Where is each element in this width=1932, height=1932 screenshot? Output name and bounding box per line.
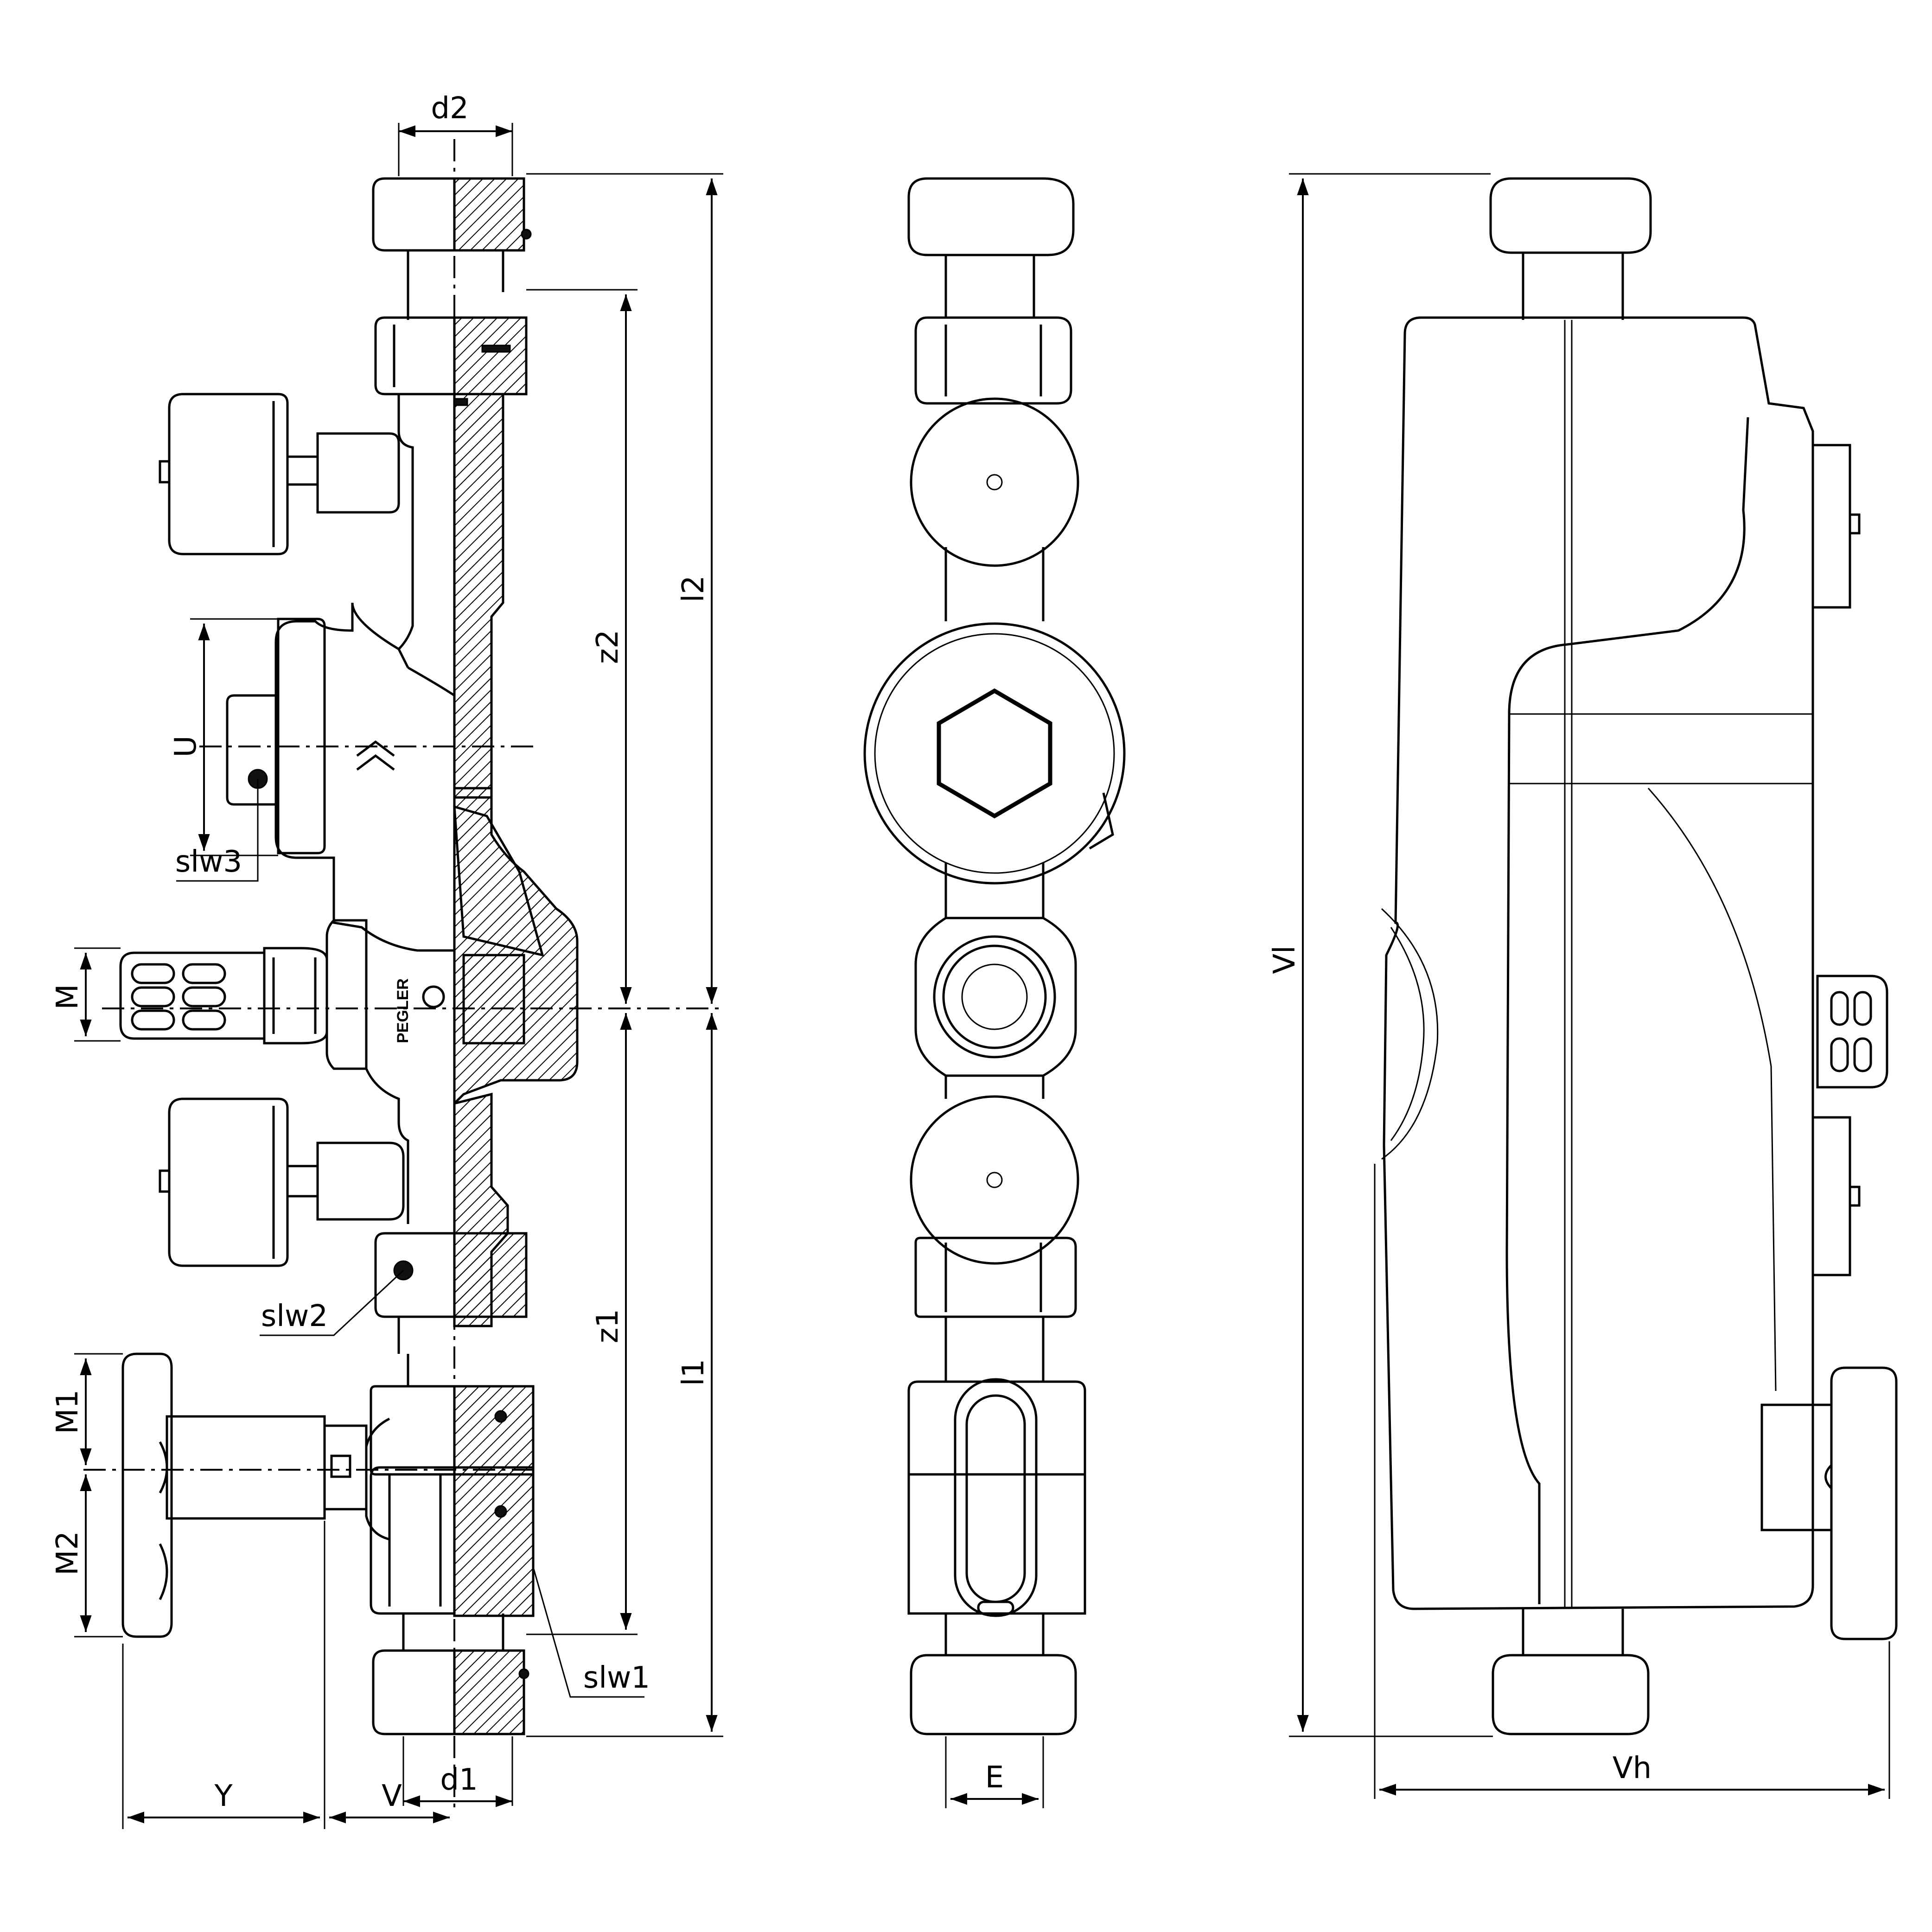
label-m1: M1	[51, 1390, 85, 1434]
bottom-nut	[372, 1649, 456, 1735]
side-valve-knob	[933, 935, 1056, 1058]
label-l1: l1	[676, 1359, 711, 1386]
bottom-nut-section	[453, 1649, 525, 1735]
flow-arrows	[356, 740, 395, 771]
jacket-upper-boss	[1811, 444, 1851, 609]
side-lower-port	[910, 1095, 1079, 1265]
valve-body-left	[325, 919, 368, 1070]
side-ball-valve	[907, 1380, 1086, 1615]
side-lower-union	[914, 1237, 1077, 1318]
label-vl: Vl	[1268, 945, 1302, 974]
knob-grips	[131, 963, 226, 1031]
label-y: Y	[214, 1779, 233, 1813]
lower-union-section	[453, 1232, 528, 1318]
side-top-nut	[907, 177, 1075, 256]
section-view: PEGLER	[51, 91, 723, 1829]
lower-union-nut	[374, 1232, 456, 1318]
logo-mark	[422, 985, 445, 1008]
upper-gauge-stem	[286, 455, 319, 486]
top-nut-section	[453, 177, 525, 252]
label-e: E	[985, 1760, 1004, 1795]
valve-spindle-section	[462, 954, 525, 1045]
olive-dot-top	[521, 229, 532, 240]
side-filter-cap	[863, 622, 1126, 885]
body-upper-left	[397, 394, 414, 650]
label-vh: Vh	[1613, 1751, 1651, 1785]
side-valve-body	[914, 917, 1077, 1077]
jacket-handwheel	[1830, 1366, 1898, 1640]
callout-slw3: slw3	[175, 845, 242, 879]
body-upper-section	[453, 393, 504, 799]
lower-valve-body	[370, 1385, 456, 1476]
upper-port	[316, 432, 400, 514]
label-u: U	[169, 736, 203, 758]
label-v: V	[382, 1779, 402, 1813]
top-nut	[372, 177, 456, 252]
jacket-lower-boss	[1811, 1116, 1851, 1276]
jacket-bottom-nut	[1492, 1654, 1650, 1735]
callout-slw2: slw2	[261, 1299, 328, 1333]
jacket-view: Vl Vh	[1268, 173, 1898, 1799]
side-view: E	[863, 177, 1126, 1808]
bottom-union-section	[453, 1466, 535, 1617]
label-z2: z2	[591, 630, 625, 664]
bottom-union-nut	[370, 1466, 456, 1615]
body-mid-section	[453, 787, 579, 1107]
label-d1: d1	[440, 1763, 478, 1797]
body-filter-chamber	[274, 602, 454, 952]
lower-port	[316, 1141, 405, 1221]
side-top-union	[914, 316, 1072, 405]
label-d2: d2	[431, 91, 468, 126]
label-l2: l2	[676, 575, 711, 603]
seal-1	[453, 398, 468, 406]
hex-socket	[937, 688, 1052, 819]
label-z1: z1	[591, 1309, 625, 1343]
leader-slw2	[260, 1269, 404, 1336]
body-lower-left	[365, 1068, 409, 1224]
handwheel-stem	[166, 1415, 326, 1520]
jacket-top-nut	[1489, 177, 1652, 254]
jacket-handwheel-stem	[1760, 1403, 1833, 1531]
leader-slw3	[176, 779, 259, 882]
knob-recess	[1381, 908, 1439, 1160]
strainer-plug	[226, 694, 277, 806]
leader-slw1	[532, 1567, 644, 1698]
internal-seat	[453, 805, 544, 957]
handwheel	[121, 1352, 173, 1638]
lower-gauge-cap	[168, 1097, 289, 1267]
side-ball-lever	[954, 1378, 1038, 1617]
lower-gauge-stem	[286, 1165, 319, 1198]
seal-2	[481, 344, 511, 353]
strainer-flange	[277, 618, 326, 854]
label-m2: M2	[51, 1531, 85, 1575]
jacket-knob	[1816, 975, 1888, 1089]
body-marking: PEGLER	[394, 978, 412, 1043]
top-union-nut	[374, 316, 456, 395]
valve-hex	[263, 947, 328, 1045]
top-union-section	[453, 316, 528, 395]
valve-knob	[119, 951, 266, 1040]
insulation-jacket	[1383, 316, 1814, 1610]
lower-valve-section	[453, 1385, 535, 1476]
side-upper-port	[910, 397, 1079, 567]
callout-slw1: slw1	[583, 1661, 650, 1695]
top-tail	[407, 250, 504, 320]
upper-gauge-cap	[168, 393, 289, 555]
label-m: M	[51, 984, 85, 1009]
side-bottom-nut	[910, 1654, 1077, 1735]
